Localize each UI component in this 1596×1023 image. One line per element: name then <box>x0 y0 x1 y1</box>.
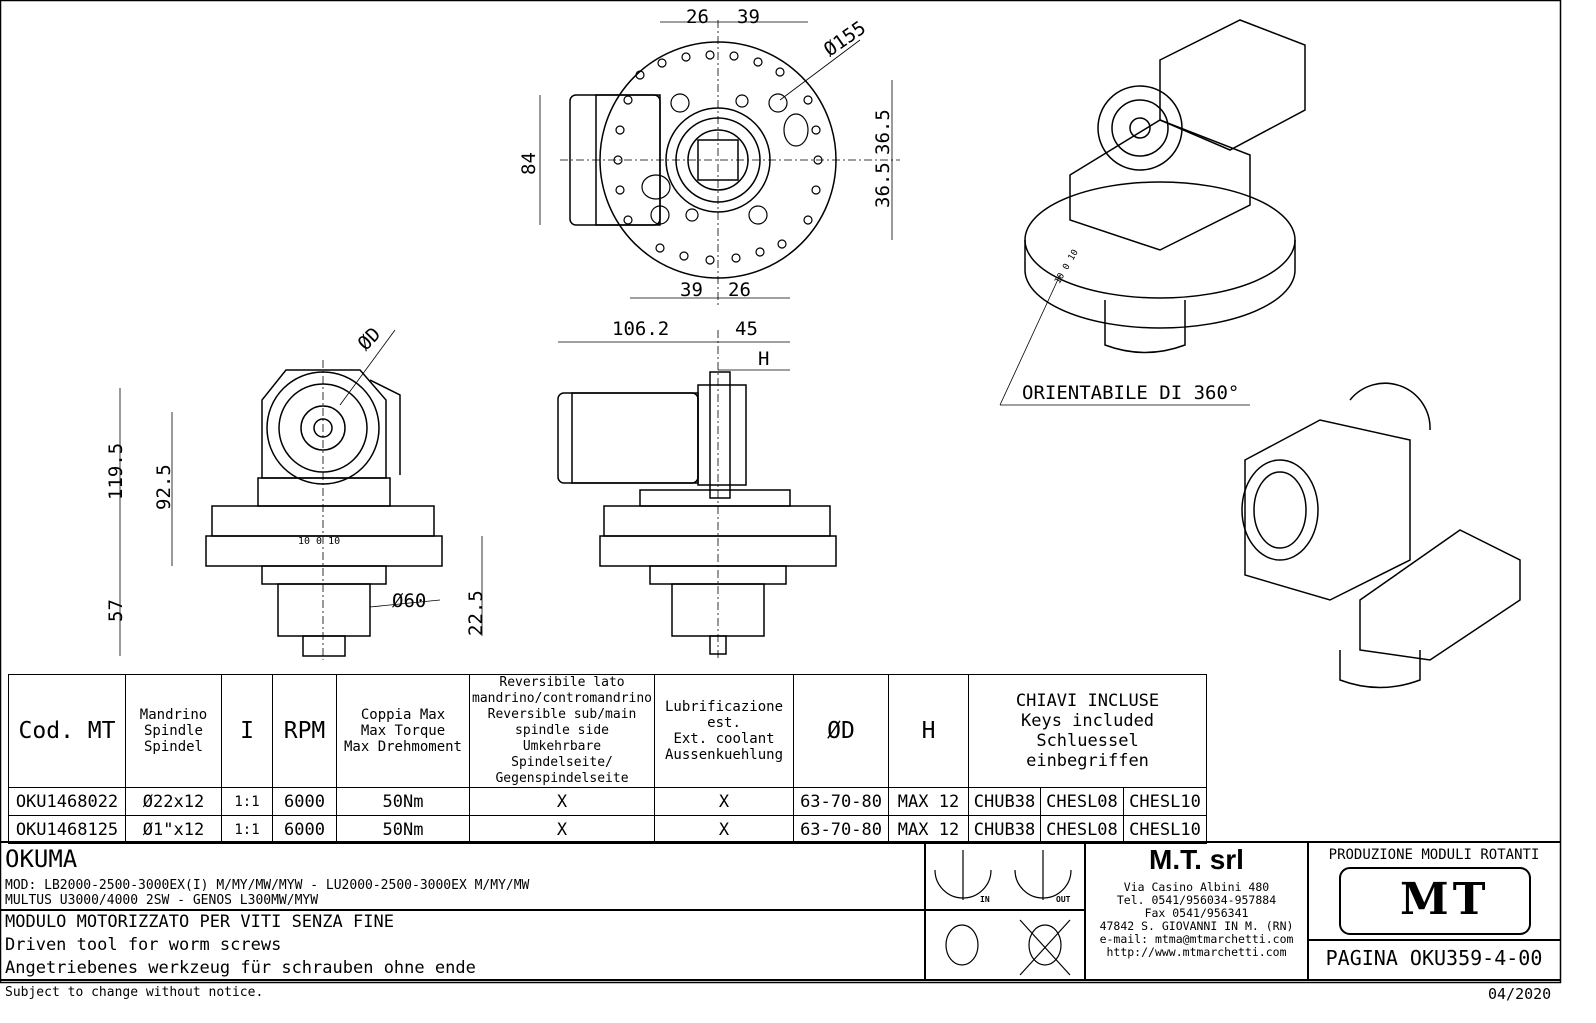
header-h: H <box>888 674 970 788</box>
company-name: M.T. srl <box>1149 844 1244 875</box>
dim-26-bottom: 26 <box>728 279 751 301</box>
dim-92-5: 92.5 <box>153 464 175 510</box>
cell-torque: 50Nm <box>336 787 470 816</box>
rotation-icons <box>934 850 1072 976</box>
cell-code: OKU1468022 <box>8 787 126 816</box>
header-reversible: Reversibile lato mandrino/contromandrino… <box>468 674 656 788</box>
fax: Fax 0541/956341 <box>1144 906 1249 920</box>
dim-36-5-lower: 36.5 <box>872 162 894 208</box>
cell-dia-d: 63-70-80 <box>793 787 890 816</box>
cell-coolant: X <box>654 815 795 844</box>
dim-39-top: 39 <box>737 6 760 28</box>
dim-22-5: 22.5 <box>465 590 487 636</box>
cell-rpm: 6000 <box>272 787 337 816</box>
table-header-row: Cod. MT Mandrino Spindle Spindel I RPM C… <box>8 674 1208 788</box>
mt-logo: MT <box>1400 874 1490 925</box>
header-coolant: Lubrificazione est. Ext. coolant Aussenk… <box>654 674 795 788</box>
date: 04/2020 <box>1488 985 1552 1003</box>
side-view <box>557 330 837 660</box>
front-view <box>119 329 483 660</box>
label-out: OUT <box>1056 895 1071 904</box>
cell-code: OKU1468125 <box>8 815 126 844</box>
cell-reversible: X <box>468 815 656 844</box>
cell-key-3: CHESL10 <box>1122 787 1208 816</box>
page-code: PAGINA OKU359-4-00 <box>1325 946 1543 970</box>
header-spindle: Mandrino Spindle Spindel <box>125 674 222 788</box>
header-keys: CHIAVI INCLUSE Keys included Schluessel … <box>968 674 1208 788</box>
website[interactable]: http://www.mtmarchetti.com <box>1106 945 1287 959</box>
dim-106-2: 106.2 <box>612 318 670 340</box>
dim-57: 57 <box>105 599 127 622</box>
company-contact: Via Casino Albini 480 Tel. 0541/956034-9… <box>1085 881 1308 959</box>
isometric-view-bottom <box>1241 382 1521 689</box>
description-german: Angetriebenes werkzeug für schrauben ohn… <box>5 958 476 978</box>
description-english: Driven tool for worm screws <box>5 935 282 955</box>
top-view <box>539 20 900 305</box>
cell-key-1: CHUB38 <box>968 815 1041 844</box>
dim-45: 45 <box>735 318 758 340</box>
cell-dia-d: 63-70-80 <box>793 815 890 844</box>
cell-spindle: Ø22x12 <box>125 787 222 816</box>
cell-key-2: CHESL08 <box>1039 815 1124 844</box>
models-line-1: MOD: LB2000-2500-3000EX(I) M/MY/MW/MYW -… <box>5 878 530 893</box>
address: Via Casino Albini 480 <box>1123 880 1270 894</box>
label-in: IN <box>980 895 990 904</box>
dim-84: 84 <box>518 152 540 175</box>
dim-26-top: 26 <box>686 6 709 28</box>
cell-key-2: CHESL08 <box>1039 787 1124 816</box>
cell-h: MAX 12 <box>888 815 970 844</box>
cell-rpm: 6000 <box>272 815 337 844</box>
header-code: Cod. MT <box>8 674 126 788</box>
description-italian: MODULO MOTORIZZATO PER VITI SENZA FINE <box>5 912 394 932</box>
header-torque: Coppia Max Max Torque Max Drehmoment <box>336 674 470 788</box>
cell-h: MAX 12 <box>888 787 970 816</box>
orientable-note: ORIENTABILE DI 360° <box>1022 382 1240 404</box>
header-rpm: RPM <box>272 674 337 788</box>
isometric-view-top <box>999 19 1306 406</box>
spec-table: Cod. MT Mandrino Spindle Spindel I RPM C… <box>8 674 1208 844</box>
dim-h: H <box>758 348 770 370</box>
table-row: OKU1468022 Ø22x12 1:1 6000 50Nm X X 63-7… <box>8 787 1208 816</box>
dim-dia60: Ø60 <box>392 590 427 612</box>
cell-coolant: X <box>654 787 795 816</box>
brand-okuma: OKUMA <box>5 845 78 873</box>
cell-key-1: CHUB38 <box>968 787 1041 816</box>
dim-119-5: 119.5 <box>105 442 127 500</box>
email[interactable]: e-mail: mtma@mtmarchetti.com <box>1099 932 1294 946</box>
phone: Tel. 0541/956034-957884 <box>1116 893 1277 907</box>
city: 47842 S. GIOVANNI IN M. (RN) <box>1099 919 1294 933</box>
header-dia-d: ØD <box>793 674 890 788</box>
models-line-2: MULTUS U3000/4000 2SW - GENOS L300MW/MYW <box>5 893 319 908</box>
dim-36-5-upper: 36.5 <box>872 109 894 155</box>
dim-39-bottom: 39 <box>680 279 703 301</box>
change-notice: Subject to change without notice. <box>5 985 264 1000</box>
page-border <box>0 0 1562 984</box>
cell-spindle: Ø1"x12 <box>125 815 222 844</box>
cell-reversible: X <box>468 787 656 816</box>
cell-ratio: 1:1 <box>221 815 273 844</box>
scale-front: 10 0 10 <box>298 536 341 547</box>
table-row: OKU1468125 Ø1"x12 1:1 6000 50Nm X X 63-7… <box>8 815 1208 844</box>
production-label: PRODUZIONE MODULI ROTANTI <box>1328 847 1540 863</box>
header-ratio: I <box>221 674 273 788</box>
cell-torque: 50Nm <box>336 815 470 844</box>
cell-key-3: CHESL10 <box>1122 815 1208 844</box>
cell-ratio: 1:1 <box>221 787 273 816</box>
